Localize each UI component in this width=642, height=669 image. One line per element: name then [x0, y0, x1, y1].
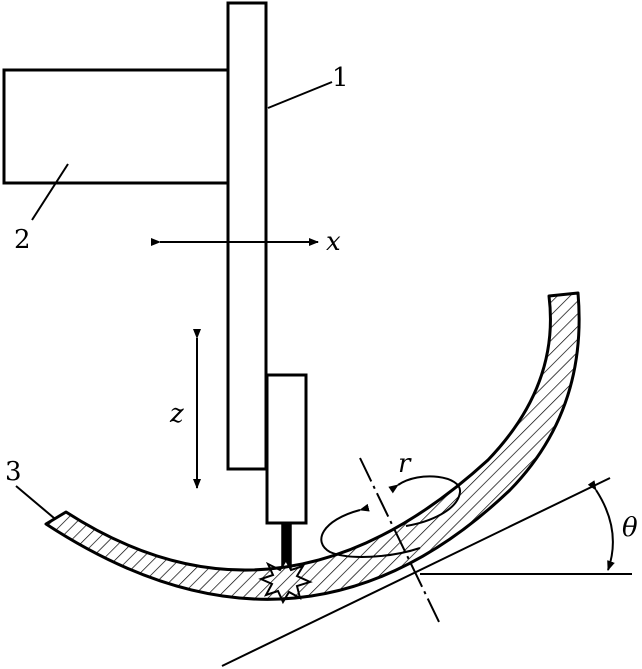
tool-head	[265, 373, 308, 525]
rotation-arrow-upper	[388, 475, 461, 527]
label-axis-x: x	[326, 227, 341, 257]
label-angle-theta: θ	[622, 513, 638, 543]
label-part-2: 2	[14, 225, 31, 255]
label-axis-z: z	[169, 399, 184, 429]
workpiece-3	[44, 291, 581, 601]
tangent-line	[221, 477, 611, 667]
leader-1	[267, 81, 333, 109]
arm-1	[226, 1, 268, 471]
leader-3	[15, 485, 55, 519]
theta-angle-arc	[587, 480, 615, 571]
label-part-3: 3	[5, 457, 22, 487]
label-part-1: 1	[332, 63, 349, 93]
rotation-arrow-lower	[320, 503, 421, 558]
rotation-axis	[359, 457, 441, 625]
leader-2	[31, 163, 69, 221]
label-rotation-r: r	[398, 449, 412, 479]
block-2	[2, 68, 230, 185]
